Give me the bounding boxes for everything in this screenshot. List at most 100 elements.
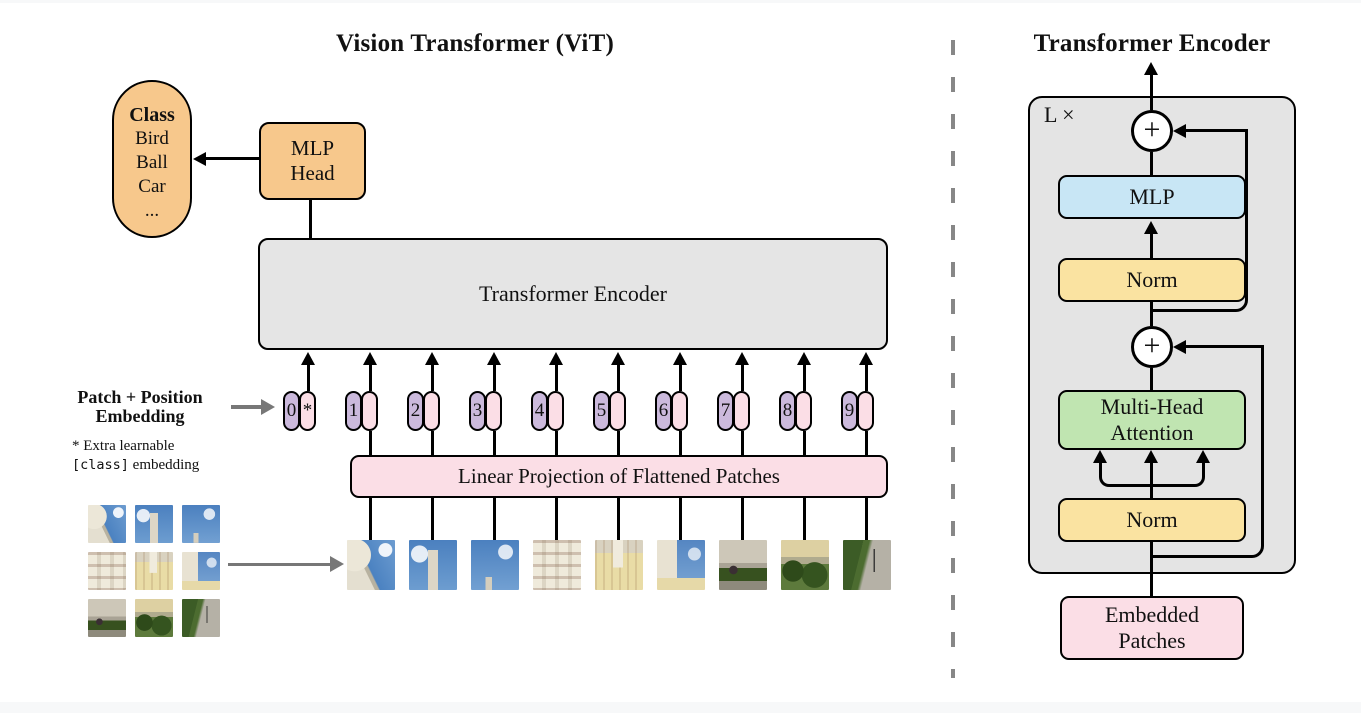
- class-item: Car: [138, 176, 166, 197]
- image-patch-dome-sky: [346, 540, 395, 590]
- token-8: 8: [779, 352, 813, 512]
- patch-column: [470, 498, 519, 590]
- arrow-up-icon: [1144, 221, 1158, 234]
- class-heading: Class: [129, 104, 175, 126]
- projection-to-token-line: [369, 431, 372, 455]
- arrow-up-icon: [363, 352, 377, 365]
- loop-count-label: L ×: [1044, 102, 1075, 127]
- grid-patch-tower-sky: [135, 505, 173, 543]
- encoder-output-line: [1150, 73, 1153, 110]
- arrow-up-icon: [673, 352, 687, 365]
- mlp-head-line1: MLP: [290, 136, 335, 160]
- transformer-encoder-label: Transformer Encoder: [479, 281, 667, 306]
- residual-attention-top-line: [1186, 345, 1264, 348]
- position-embedding-pill: 9: [841, 391, 858, 431]
- patch-column: [656, 498, 705, 590]
- grid-patch-white-facade: [88, 552, 126, 590]
- label-to-token-line: [231, 405, 262, 409]
- arrow-up-icon: [611, 352, 625, 365]
- patch-embedding-pill: [609, 391, 626, 431]
- add-node-middle: +: [1131, 326, 1173, 368]
- patch-grid: [88, 505, 220, 637]
- patch-to-projection-line: [554, 498, 558, 540]
- add-node-top: +: [1131, 110, 1173, 152]
- position-embedding-pill: 1: [345, 391, 362, 431]
- residual-mlp-top-line: [1186, 129, 1248, 132]
- embedding-label-line2: Embedding: [95, 406, 185, 426]
- mlp-to-add-line: [1150, 152, 1153, 175]
- transformer-encoder-box: Transformer Encoder: [258, 238, 888, 350]
- norm-box-top: Norm: [1058, 258, 1246, 302]
- class-item: Bird: [135, 128, 169, 149]
- position-embedding-pill: 2: [407, 391, 424, 431]
- embedded-patches-box: Embedded Patches: [1060, 596, 1244, 660]
- token-6: 6: [655, 352, 689, 512]
- mlp-head-line2: Head: [290, 161, 335, 185]
- grid-patch-garden-hedges: [135, 599, 173, 637]
- grid-patch-garden-path: [182, 599, 220, 637]
- token-to-encoder-line: [803, 364, 806, 391]
- token-0: 0*: [283, 352, 317, 512]
- token-to-encoder-line: [369, 364, 372, 391]
- patch-embedding-pill: [423, 391, 440, 431]
- arrow-up-icon: [735, 352, 749, 365]
- token-to-encoder-line: [679, 364, 682, 391]
- page-bottom-strip: [0, 702, 1361, 713]
- arrow-up-icon: [1144, 450, 1158, 463]
- grid-to-row-line: [228, 563, 332, 566]
- image-patch-tower-facade-sky: [656, 540, 705, 590]
- patch-embedding-pill: [733, 391, 750, 431]
- patch-to-projection-line: [492, 498, 496, 540]
- token-4: 4: [531, 352, 565, 512]
- mlp-head-box: MLP Head: [259, 122, 366, 200]
- patch-column: [718, 498, 767, 590]
- mlp-box: MLP: [1058, 175, 1246, 219]
- patch-column: [346, 498, 395, 590]
- norm-to-mha-line: [1150, 462, 1153, 498]
- position-embedding-pill: 4: [531, 391, 548, 431]
- class-output-box: Class Bird Ball Car ...: [112, 80, 192, 238]
- arrow-up-icon: [487, 352, 501, 365]
- patch-column: [780, 498, 829, 590]
- grid-patch-tower-facade-sky: [182, 552, 220, 590]
- arrow-left-icon: [193, 152, 206, 166]
- patch-column: [594, 498, 643, 590]
- position-embedding-pill: 7: [717, 391, 734, 431]
- token-3: 3: [469, 352, 503, 512]
- token-to-encoder-line: [431, 364, 434, 391]
- position-embedding-pill: 3: [469, 391, 486, 431]
- projection-to-token-line: [741, 431, 744, 455]
- footnote-line1: * Extra learnable: [72, 438, 175, 454]
- arrow-up-icon: [1196, 450, 1210, 463]
- token-to-encoder-line: [617, 364, 620, 391]
- grid-patch-sky: [182, 505, 220, 543]
- mlphead-to-class-line: [205, 157, 259, 160]
- patch-to-projection-line: [740, 498, 744, 540]
- token-to-encoder-line: [741, 364, 744, 391]
- token-to-encoder-line: [865, 364, 868, 391]
- linear-projection-label: Linear Projection of Flattened Patches: [458, 464, 780, 488]
- patch-column: [842, 498, 891, 590]
- grid-patch-courtyard: [88, 599, 126, 637]
- norm-label-top: Norm: [1126, 267, 1178, 292]
- arrow-up-icon: [549, 352, 563, 365]
- gray-arrow-right-icon: [330, 556, 344, 572]
- norm-to-mlp-line: [1150, 233, 1153, 258]
- patch-to-projection-line: [864, 498, 868, 540]
- patch-to-projection-line: [678, 498, 682, 540]
- arrow-up-icon: [859, 352, 873, 365]
- token-9: 9: [841, 352, 875, 512]
- arrow-up-icon: [301, 352, 315, 365]
- grid-patch-yellow-facade: [135, 552, 173, 590]
- class-item: Ball: [136, 152, 168, 173]
- norm-label-bottom: Norm: [1126, 507, 1178, 532]
- patch-column: [408, 498, 457, 590]
- token-5: 5: [593, 352, 627, 512]
- panel-separator-dashed-line: [951, 40, 955, 678]
- arrow-left-icon: [1173, 124, 1186, 138]
- patch-to-projection-line: [616, 498, 620, 540]
- mha-to-add-line: [1150, 368, 1153, 390]
- residual-connection-attention: [1152, 346, 1264, 558]
- patch-embedding-pill: [671, 391, 688, 431]
